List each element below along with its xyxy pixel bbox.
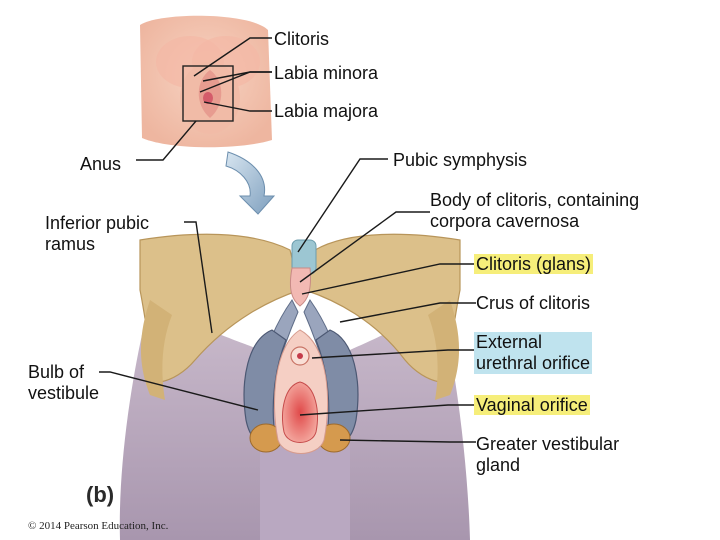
- label-body-of-clitoris-line2: corpora cavernosa: [430, 211, 580, 231]
- label-body-of-clitoris: Body of clitoris, containing corpora cav…: [430, 190, 639, 232]
- label-vaginal-orifice: Vaginal orifice: [474, 395, 590, 416]
- label-labia-minora: Labia minora: [274, 63, 379, 83]
- label-inferior-pubic-ramus: Inferior pubic ramus: [45, 213, 149, 255]
- label-clitoris-glans-text: Clitoris (glans): [474, 254, 594, 274]
- leader-lines: [99, 37, 478, 443]
- label-external-urethral-line1: External: [476, 332, 543, 352]
- label-body-of-clitoris-line1: Body of clitoris, containing: [430, 190, 640, 210]
- vaginal-orifice-shape: [282, 381, 318, 443]
- copyright-notice: © 2014 Pearson Education, Inc.: [28, 520, 169, 532]
- vulva-inset: [140, 15, 272, 148]
- label-greater-vestibular-line2: gland: [476, 455, 521, 475]
- label-bulb-of-vestibule: Bulb of vestibule: [28, 362, 99, 404]
- label-labia-majora: Labia majora: [274, 101, 379, 121]
- label-clitoris: Clitoris: [274, 29, 330, 49]
- label-external-urethral-orifice: External urethral orifice: [474, 332, 593, 374]
- panel-letter: (b): [86, 482, 115, 507]
- label-bulb-line1: Bulb of: [28, 362, 85, 382]
- label-clitoris-glans: Clitoris (glans): [474, 254, 594, 275]
- clitoris-body-shape: [289, 267, 311, 307]
- label-anus: Anus: [80, 154, 122, 174]
- label-pubic-symphysis: Pubic symphysis: [393, 150, 528, 170]
- label-greater-vestibular-line1: Greater vestibular: [476, 434, 620, 454]
- magnify-arrow: [225, 151, 276, 215]
- label-crus-of-clitoris: Crus of clitoris: [476, 293, 591, 313]
- label-inferior-pubic-line2: ramus: [45, 234, 96, 254]
- label-external-urethral-line2: urethral orifice: [476, 353, 591, 373]
- label-greater-vestibular-gland: Greater vestibular gland: [476, 434, 619, 476]
- label-vaginal-orifice-text: Vaginal orifice: [474, 395, 590, 415]
- label-inferior-pubic-line1: Inferior pubic: [45, 213, 150, 233]
- label-bulb-line2: vestibule: [28, 383, 100, 403]
